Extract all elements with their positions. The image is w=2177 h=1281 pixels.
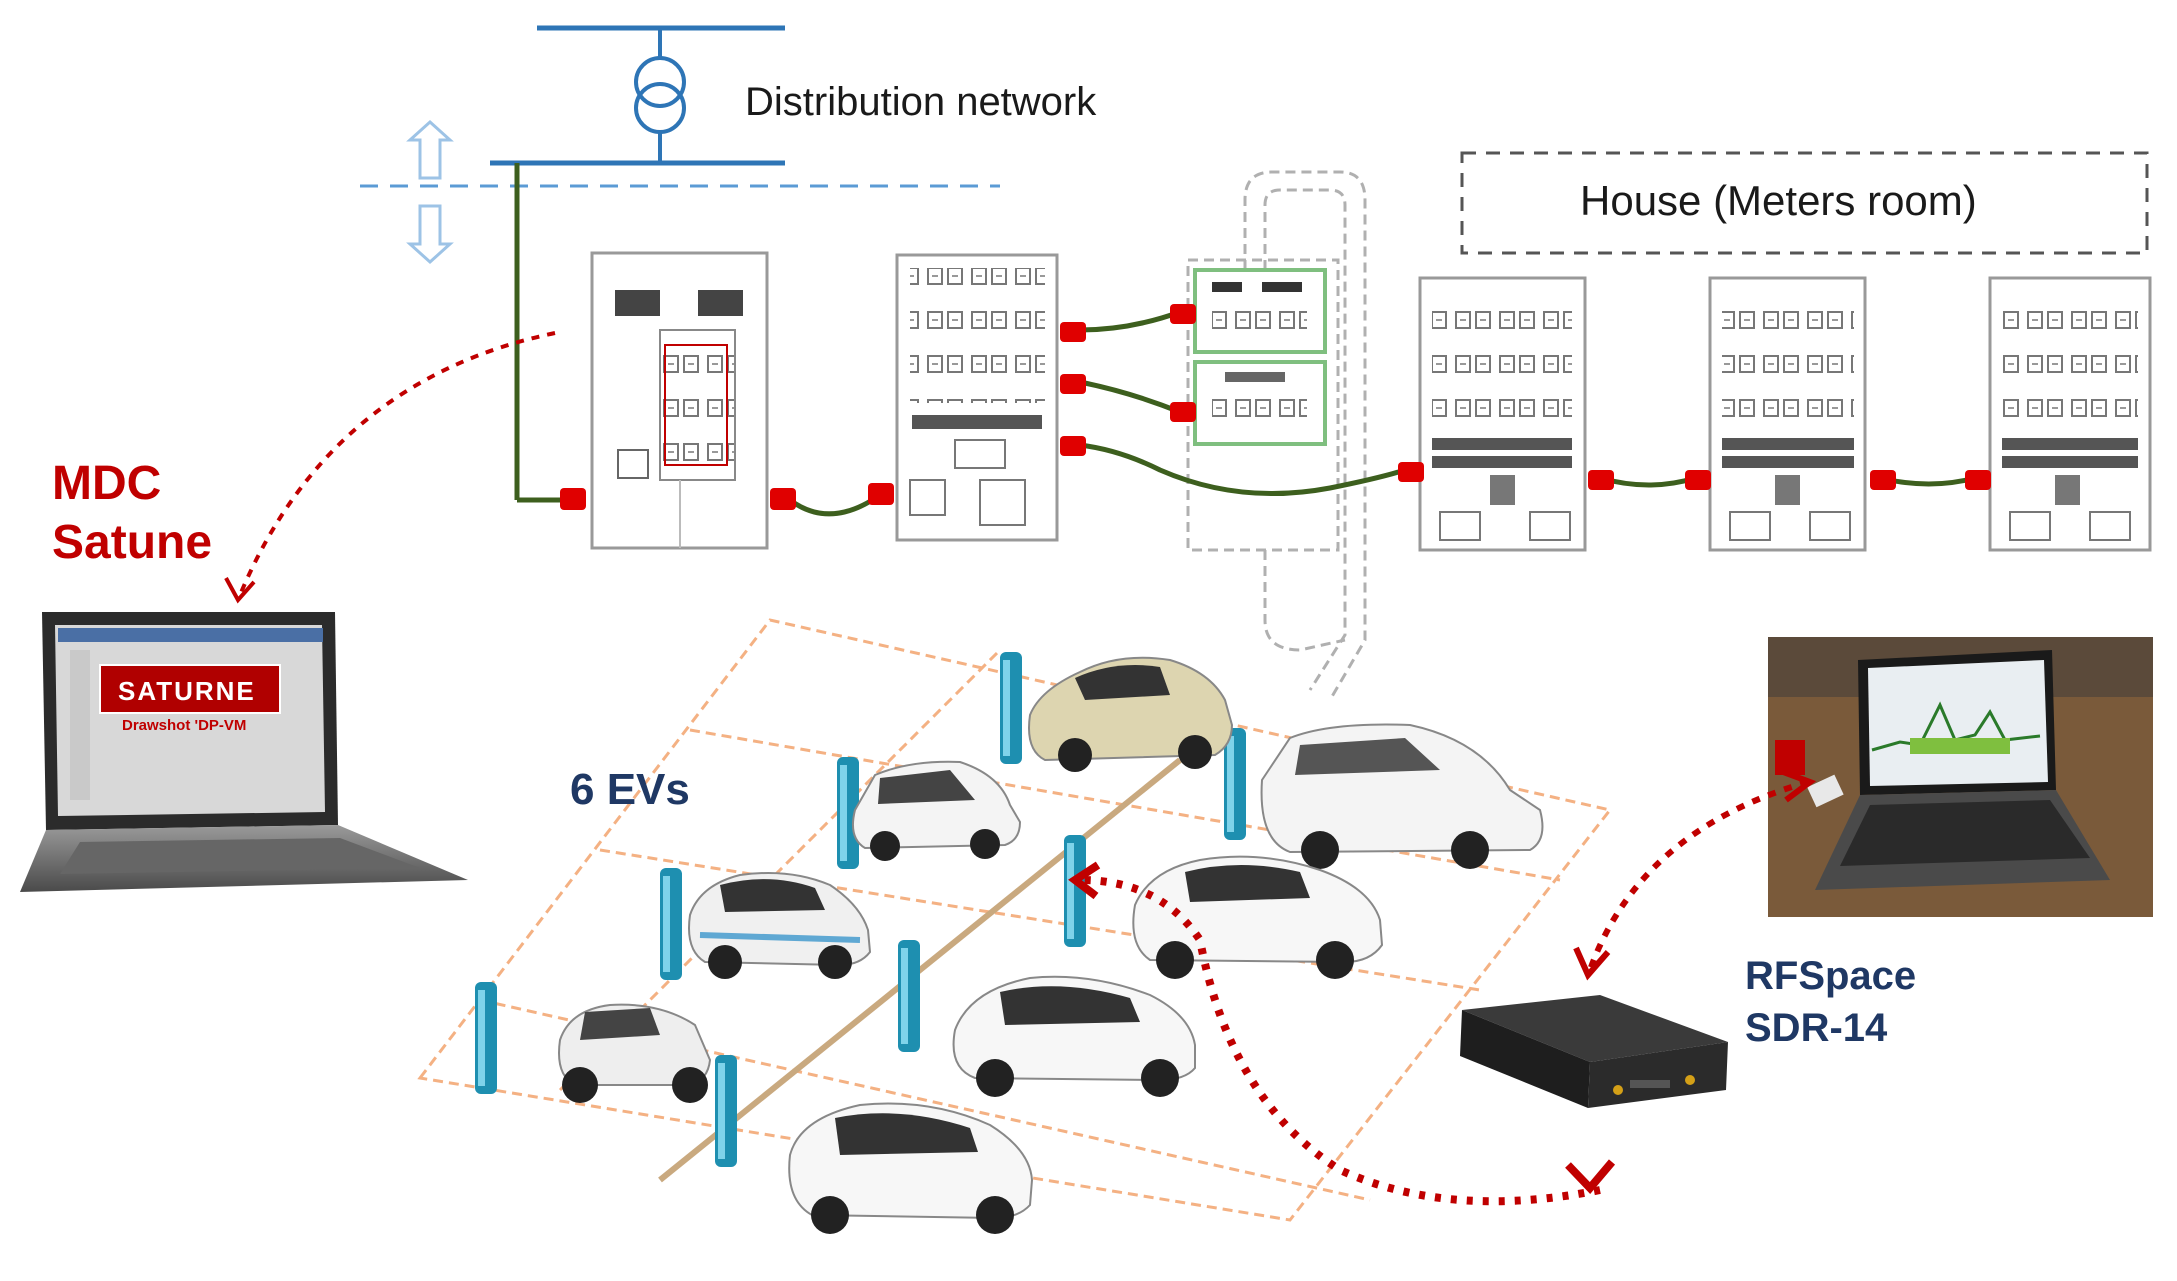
cable-connectors [560, 304, 1991, 510]
car-icon [688, 871, 872, 979]
charging-station-icon [837, 757, 859, 869]
junction-box-top [1193, 268, 1327, 354]
rf-laptop-photo [1768, 637, 2153, 917]
rf-label-line1: RFSpace [1745, 954, 1917, 998]
charging-station-icon [660, 868, 682, 980]
cable-duct [1186, 170, 1367, 701]
evs-count-label: 6 EVs [570, 765, 690, 814]
transformer-icon [634, 28, 686, 163]
car-icon [1132, 855, 1384, 979]
car-icon [1028, 656, 1234, 772]
charging-station-icon [475, 982, 497, 1094]
car-icon [952, 975, 1196, 1097]
distribution-network-label: Distribution network [745, 80, 1097, 124]
charging-station-icon [1064, 835, 1086, 947]
meter-cabinet-1 [1418, 276, 1587, 552]
house-meters-room-label: House (Meters room) [1580, 177, 1977, 224]
up-down-arrow-icon [406, 119, 454, 265]
charging-station-icon [1224, 728, 1246, 840]
laptop-icon [20, 612, 468, 892]
charging-station-icon [898, 940, 920, 1052]
charging-station-icon [1000, 652, 1022, 764]
car-icon [558, 1003, 712, 1103]
car-icon [852, 760, 1022, 861]
rf-label-line2: SDR-14 [1745, 1006, 1888, 1050]
distribution-network [360, 25, 1000, 265]
house-boundary [1460, 151, 2149, 255]
meter-cabinet-3 [1988, 276, 2152, 552]
communication-links [224, 331, 1817, 1206]
laptop-screen-banner: SATURNE [118, 676, 256, 706]
charging-station-icon [715, 1055, 737, 1167]
main-switchboard [590, 251, 769, 550]
mdc-satune-label: MDC Satune [52, 455, 212, 572]
rfspace-sdr-label: RFSpace SDR-14 [1745, 950, 1916, 1054]
car-icon [788, 1102, 1034, 1234]
charging-stations [475, 652, 1246, 1167]
mdc-label-line1: MDC [52, 457, 162, 510]
distribution-cabinet [895, 253, 1059, 542]
laptop-screen-caption: Drawshot 'DP-VM [122, 717, 247, 734]
van-icon [1260, 723, 1544, 869]
sdr-receiver-icon [1460, 995, 1728, 1108]
meter-cabinet-2 [1708, 276, 1867, 552]
junction-box-bottom [1193, 360, 1327, 446]
mdc-label-line2: Satune [52, 515, 213, 569]
